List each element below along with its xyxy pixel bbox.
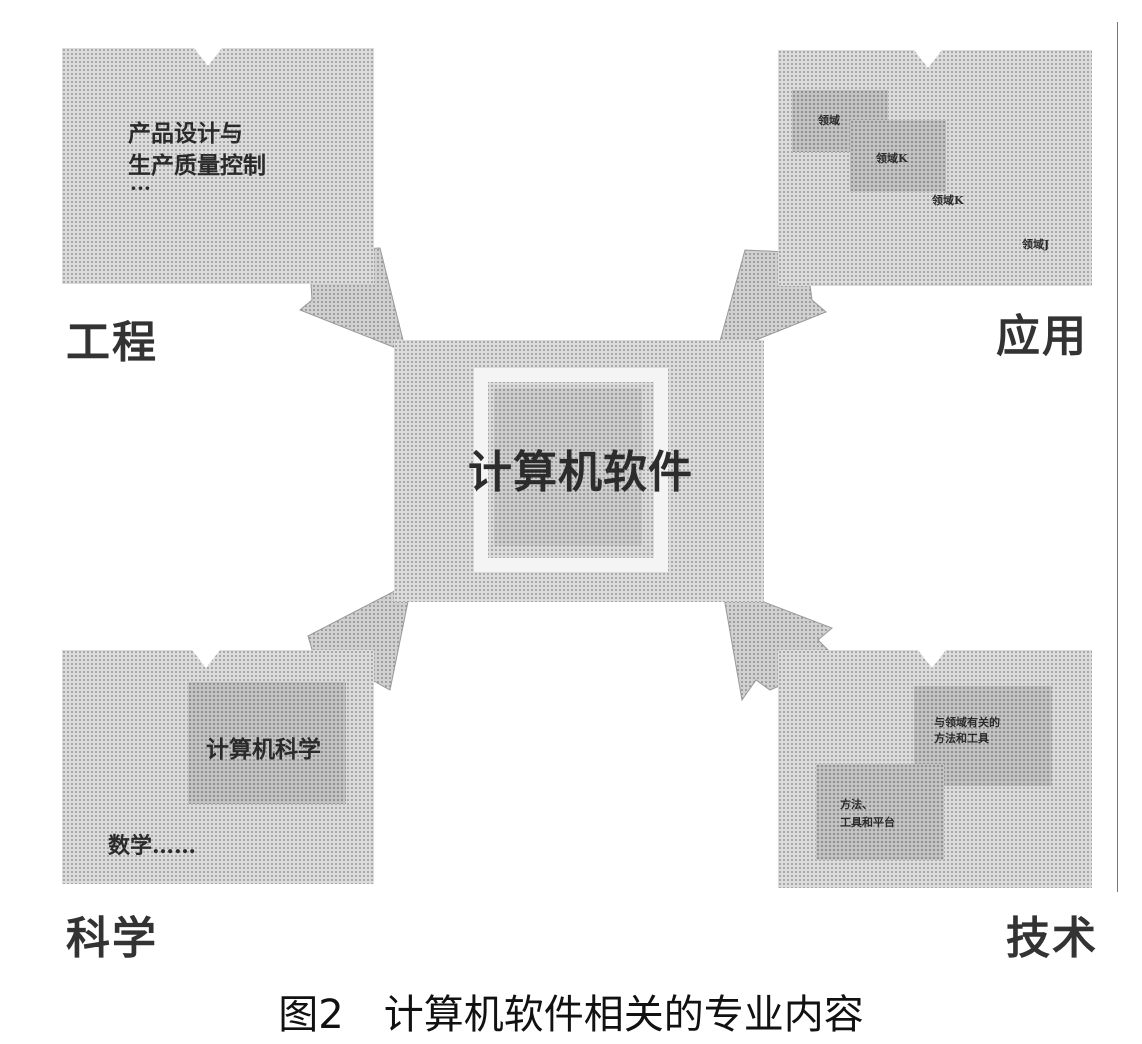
application-box-1-label: 领域 (818, 114, 840, 127)
technology-box-1-line2: 方法和工具 (934, 732, 989, 745)
panel-notch (914, 50, 942, 68)
center-panel: 计算机软件 (394, 340, 764, 602)
technology-box-2: 方法、 工具和平台 (816, 764, 944, 860)
engineering-panel: 产品设计与 生产质量控制 ··· (62, 48, 374, 284)
science-text: 数学…… (108, 833, 197, 859)
technology-box-2-line1: 方法、 (840, 798, 873, 811)
application-label: 应用 (996, 311, 1088, 362)
science-label: 科学 (66, 913, 158, 964)
center-inner-box (494, 388, 642, 546)
science-box-label: 计算机科学 (206, 736, 321, 763)
technology-box-1-line1: 与领域有关的 (934, 716, 1000, 729)
technology-box-2-line2: 工具和平台 (840, 816, 895, 829)
engineering-text-line1: 产品设计与 (128, 120, 243, 147)
technology-panel: 与领域有关的 方法和工具 方法、 工具和平台 (778, 650, 1092, 888)
panel-notch (918, 650, 946, 668)
application-panel: 领域 领域K 领域K 领域J (778, 50, 1092, 286)
panel-notch (192, 650, 220, 668)
application-box-2: 领域K (850, 120, 946, 192)
application-box-2-label: 领域K (876, 152, 908, 165)
technology-label: 技术 (1006, 913, 1098, 964)
engineering-label: 工程 (66, 317, 158, 368)
engineering-text-line2: 生产质量控制 (128, 152, 266, 179)
science-box: 计算机科学 (188, 682, 346, 804)
application-label-3: 领域K (932, 194, 964, 207)
panel-notch (194, 48, 222, 66)
center-frame (474, 368, 668, 572)
margin-rule (1117, 22, 1118, 892)
science-panel: 计算机科学 数学…… (62, 650, 374, 884)
center-title: 计算机软件 (468, 447, 693, 498)
engineering-ellipsis: ··· (130, 176, 151, 200)
application-label-4: 领域J (1022, 238, 1050, 251)
figure-caption: 图2 计算机软件相关的专业内容 (278, 992, 864, 1038)
